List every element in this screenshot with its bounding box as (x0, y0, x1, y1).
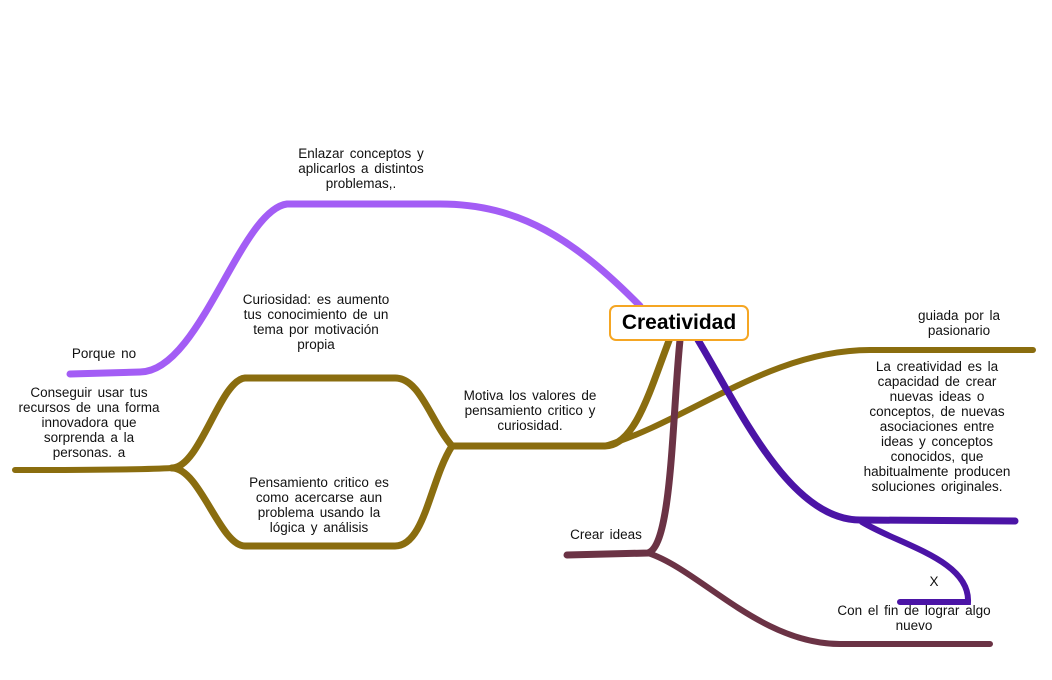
central-topic-creatividad[interactable]: Creatividad (609, 305, 749, 341)
branch-enlazar (66, 200, 644, 378)
branch-guiada (602, 347, 1036, 449)
branch-x (859, 519, 972, 605)
branch-pensamiento (168, 442, 456, 550)
topic-curiosidad[interactable]: Curiosidad: es aumento tus conocimiento … (242, 292, 390, 352)
branch-crear-ideas (563, 336, 684, 559)
topic-definicion[interactable]: La creatividad es la capacidad de crear … (863, 359, 1011, 494)
topic-enlazar[interactable]: Enlazar conceptos y aplicarlos a distint… (298, 146, 424, 191)
topic-porque-no[interactable]: Porque no (71, 346, 137, 361)
branch-con-el-fin (645, 550, 993, 647)
topic-con-el-fin[interactable]: Con el fin de lograr algo nuevo (837, 603, 991, 633)
topic-conseguir[interactable]: Conseguir usar tus recursos de una forma… (18, 385, 160, 460)
topic-crear-ideas[interactable]: Crear ideas (570, 527, 642, 542)
topic-x[interactable]: X (929, 574, 939, 589)
topic-guiada[interactable]: guiada por la pasionario (917, 308, 1001, 338)
topic-pensamiento[interactable]: Pensamiento critico es como acercarse au… (249, 475, 389, 535)
branch-curiosidad (168, 374, 456, 472)
branch-conseguir (12, 465, 175, 473)
topic-motiva[interactable]: Motiva los valores de pensamiento critic… (463, 388, 597, 433)
branch-definicion (694, 336, 1019, 525)
